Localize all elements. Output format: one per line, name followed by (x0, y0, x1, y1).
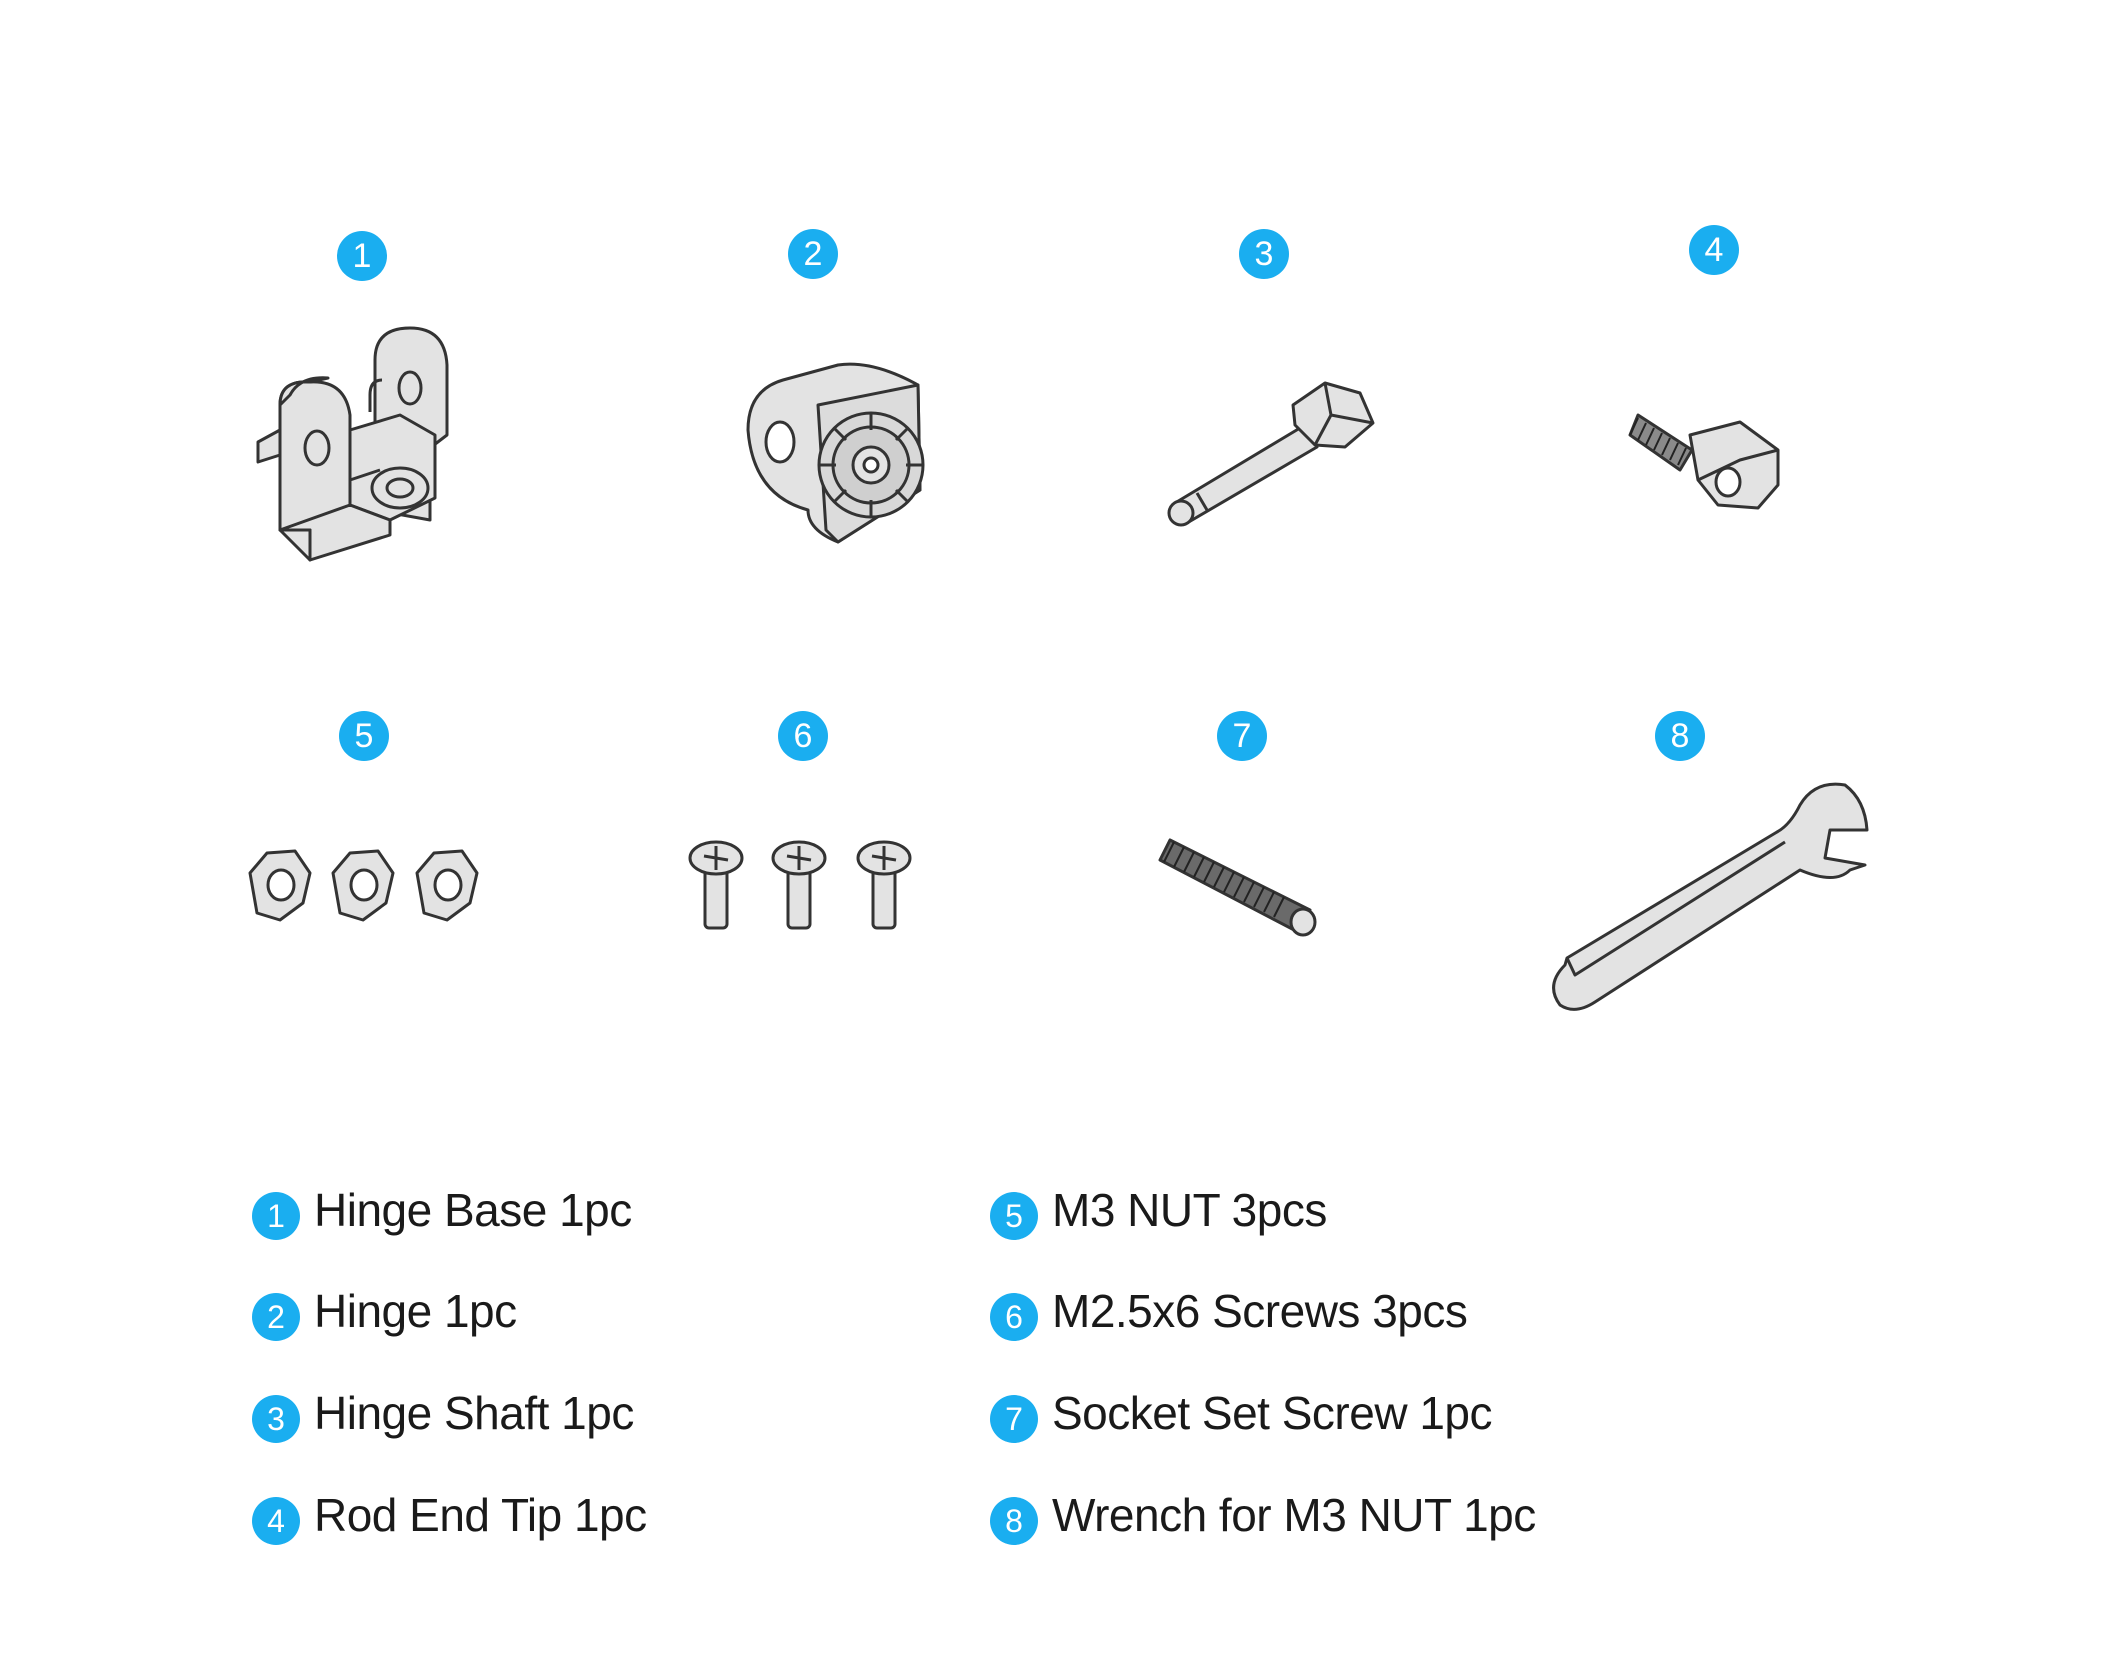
legend-item-8: 8 Wrench for M3 NUT 1pc (990, 1485, 1536, 1545)
screw-icon (688, 840, 912, 930)
legend-item-5: 5 M3 NUT 3pcs (990, 1180, 1327, 1240)
hinge-shaft-icon (1167, 381, 1375, 527)
legend-badge-8: 8 (990, 1497, 1038, 1545)
legend-label-8: Wrench for M3 NUT 1pc (1052, 1489, 1536, 1541)
legend-badge-6: 6 (990, 1293, 1038, 1341)
legend-badge-7: 7 (990, 1395, 1038, 1443)
legend-badge-2: 2 (252, 1293, 300, 1341)
legend-label-4: Rod End Tip 1pc (314, 1489, 647, 1541)
part-6-badge: 6 (778, 711, 828, 761)
legend-label-1: Hinge Base 1pc (314, 1184, 632, 1236)
legend-item-1: 1 Hinge Base 1pc (252, 1180, 632, 1240)
legend-badge-5: 5 (990, 1192, 1038, 1240)
legend-label-5: M3 NUT 3pcs (1052, 1184, 1327, 1236)
part-2-badge: 2 (788, 229, 838, 279)
legend-badge-3: 3 (252, 1395, 300, 1443)
legend-badge-4: 4 (252, 1497, 300, 1545)
part-1-badge: 1 (337, 231, 387, 281)
hinge-base-icon (256, 326, 449, 562)
rod-end-tip-icon (1628, 413, 1780, 510)
part-7-badge: 7 (1217, 711, 1267, 761)
legend-label-2: Hinge 1pc (314, 1285, 517, 1337)
part-4-badge: 4 (1689, 225, 1739, 275)
legend-item-3: 3 Hinge Shaft 1pc (252, 1383, 634, 1443)
part-5-badge: 5 (339, 711, 389, 761)
legend-item-2: 2 Hinge 1pc (252, 1281, 517, 1341)
legend-item-7: 7 Socket Set Screw 1pc (990, 1383, 1492, 1443)
legend-item-6: 6 M2.5x6 Screws 3pcs (990, 1281, 1468, 1341)
legend-badge-1: 1 (252, 1192, 300, 1240)
hinge-icon (746, 362, 925, 544)
legend-item-4: 4 Rod End Tip 1pc (252, 1485, 647, 1545)
part-8-badge: 8 (1655, 711, 1705, 761)
legend-label-3: Hinge Shaft 1pc (314, 1387, 634, 1439)
set-screw-icon (1158, 838, 1317, 937)
legend-label-7: Socket Set Screw 1pc (1052, 1387, 1492, 1439)
part-3-badge: 3 (1239, 229, 1289, 279)
m3-nut-icon (248, 849, 479, 922)
wrench-icon (1552, 782, 1869, 1011)
legend-label-6: M2.5x6 Screws 3pcs (1052, 1285, 1468, 1337)
